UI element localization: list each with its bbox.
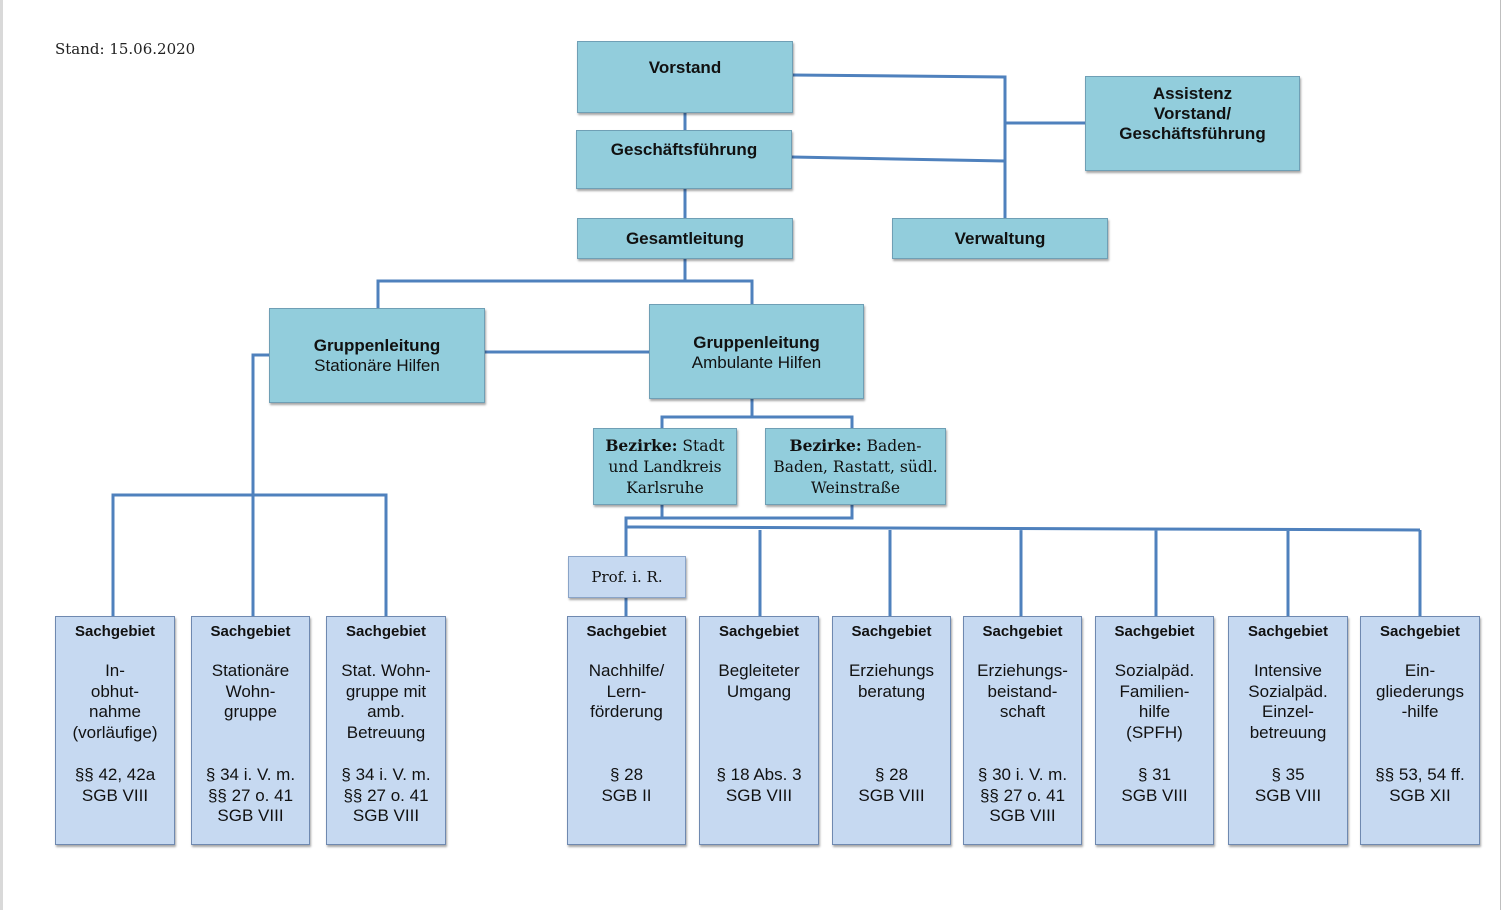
vorstand-label: Vorstand: [648, 58, 722, 77]
sachgebiet-name: Intensive Sozialpäd. Einzel- betreuung: [1248, 661, 1328, 742]
box-gesamtleitung: Gesamtleitung: [577, 218, 793, 259]
date-stamp: Stand: 15.06.2020: [55, 40, 196, 58]
sachgebiet-law: § 28 SGB VIII: [858, 765, 925, 805]
box-bezirk-karlsruhe: Bezirke: Stadt und Landkreis Karlsruhe: [593, 428, 737, 505]
sachgebiet-head: Sachgebiet: [1114, 623, 1195, 640]
sachgebiet-law: § 34 i. V. m. §§ 27 o. 41 SGB VIII: [205, 765, 296, 825]
sachgebiet-head: Sachgebiet: [1379, 623, 1461, 640]
sachgebiet-head: Sachgebiet: [1247, 623, 1329, 640]
sachgebiet-stat-wohngruppe-amb: Sachgebiet Stat. Wohn- gruppe mit amb. B…: [326, 616, 446, 845]
sachgebiet-head: Sachgebiet: [982, 623, 1063, 640]
gl-ambulant-subtitle: Ambulante Hilfen: [691, 353, 822, 372]
sachgebiet-stationaere-wohngruppe: Sachgebiet Stationäre Wohn- gruppe § 34 …: [191, 616, 310, 845]
sachgebiet-name: In- obhut- nahme (vorläufige): [72, 661, 158, 742]
box-verwaltung: Verwaltung: [892, 218, 1108, 259]
bezirk1-text: Stadt und Landkreis Karlsruhe: [608, 436, 725, 497]
box-vorstand: Vorstand: [577, 41, 793, 113]
sachgebiet-spfh: Sachgebiet Sozialpäd. Familien- hilfe (S…: [1095, 616, 1214, 845]
page-frame-left: [0, 0, 3, 910]
line-bezirke-down: [624, 504, 854, 556]
bezirk2-text: Baden- Baden, Rastatt, südl. Weinstraße: [773, 436, 938, 497]
sachgebiet-name: Erziehungs beratung: [848, 661, 935, 701]
sachgebiet-name: Stat. Wohn- gruppe mit amb. Betreuung: [341, 661, 431, 742]
line-gesamt-split: [376, 259, 754, 309]
sachgebiet-name: Sozialpäd. Familien- hilfe (SPFH): [1114, 661, 1195, 742]
line-ambulant-bezirke: [660, 399, 854, 428]
box-bezirk-baden: Bezirke: Baden- Baden, Rastatt, südl. We…: [765, 428, 946, 505]
line-stationaer-tree: [111, 353, 388, 616]
gl-ambulant-title: Gruppenleitung: [693, 333, 820, 352]
sachgebiet-head: Sachgebiet: [586, 623, 667, 640]
box-gl-ambulant: Gruppenleitung Ambulante Hilfen: [649, 304, 864, 399]
box-assistenz: Assistenz Vorstand/ Geschäftsführung: [1085, 76, 1300, 171]
bezirk2-label: Bezirke:: [789, 435, 862, 455]
sachgebiet-eingliederungshilfe: Sachgebiet Ein- gliederungs -hilfe §§ 53…: [1360, 616, 1480, 845]
box-prof: Prof. i. R.: [568, 556, 686, 598]
sachgebiet-name: Nachhilfe/ Lern- förderung: [588, 661, 665, 721]
line-ambulant-bus: [625, 525, 1422, 616]
sachgebiet-head: Sachgebiet: [718, 623, 800, 640]
sachgebiet-name: Ein- gliederungs -hilfe: [1376, 661, 1464, 721]
geschaeftsfuehrung-label: Geschäftsführung: [610, 140, 758, 159]
sachgebiet-inobhutnahme: Sachgebiet In- obhut- nahme (vorläufige)…: [55, 616, 175, 845]
bezirk1-label: Bezirke:: [605, 435, 678, 455]
sachgebiet-name: Begleiteter Umgang: [718, 661, 800, 701]
gl-stationaer-subtitle: Stationäre Hilfen: [314, 355, 440, 375]
assistenz-label: Assistenz Vorstand/ Geschäftsführung: [1119, 84, 1266, 143]
sachgebiet-erziehungsberatung: Sachgebiet Erziehungs beratung § 28 SGB …: [832, 616, 951, 845]
sachgebiet-law: § 18 Abs. 3 SGB VIII: [716, 765, 802, 805]
sachgebiet-einzelbetreuung: Sachgebiet Intensive Sozialpäd. Einzel- …: [1228, 616, 1348, 845]
sachgebiet-head: Sachgebiet: [851, 623, 932, 640]
sachgebiet-begleiteter-umgang: Sachgebiet Begleiteter Umgang § 18 Abs. …: [699, 616, 819, 845]
line-gf-right: [791, 155, 1006, 163]
line-vorstand-right: [791, 73, 1007, 218]
sachgebiet-law: § 35 SGB VIII: [1254, 765, 1322, 805]
box-geschaeftsfuehrung: Geschäftsführung: [576, 130, 792, 189]
sachgebiet-law: § 34 i. V. m. §§ 27 o. 41 SGB VIII: [341, 765, 431, 825]
verwaltung-label: Verwaltung: [954, 228, 1046, 248]
sachgebiet-law: § 31 SGB VIII: [1121, 765, 1188, 805]
sachgebiet-law: §§ 53, 54 ff. SGB XII: [1375, 765, 1465, 805]
sachgebiet-law: § 30 i. V. m. §§ 27 o. 41 SGB VIII: [977, 765, 1068, 825]
sachgebiet-head: Sachgebiet: [210, 623, 291, 640]
gl-stationaer-title: Gruppenleitung: [313, 335, 441, 355]
box-gl-stationaer: Gruppenleitung Stationäre Hilfen: [269, 308, 485, 403]
sachgebiet-head: Sachgebiet: [74, 623, 156, 640]
sachgebiet-nachhilfe: Sachgebiet Nachhilfe/ Lern- förderung § …: [567, 616, 686, 845]
prof-label: Prof. i. R.: [591, 568, 663, 586]
sachgebiet-erziehungsbeistandschaft: Sachgebiet Erziehungs- beistand- schaft …: [963, 616, 1082, 845]
gesamtleitung-label: Gesamtleitung: [625, 228, 745, 248]
sachgebiet-name: Stationäre Wohn- gruppe: [211, 661, 290, 721]
sachgebiet-name: Erziehungs- beistand- schaft: [977, 661, 1068, 721]
sachgebiet-law: § 28 SGB II: [601, 765, 652, 805]
page-frame-right: [1500, 0, 1501, 910]
sachgebiet-law: §§ 42, 42a SGB VIII: [74, 765, 156, 805]
sachgebiet-head: Sachgebiet: [345, 623, 427, 640]
